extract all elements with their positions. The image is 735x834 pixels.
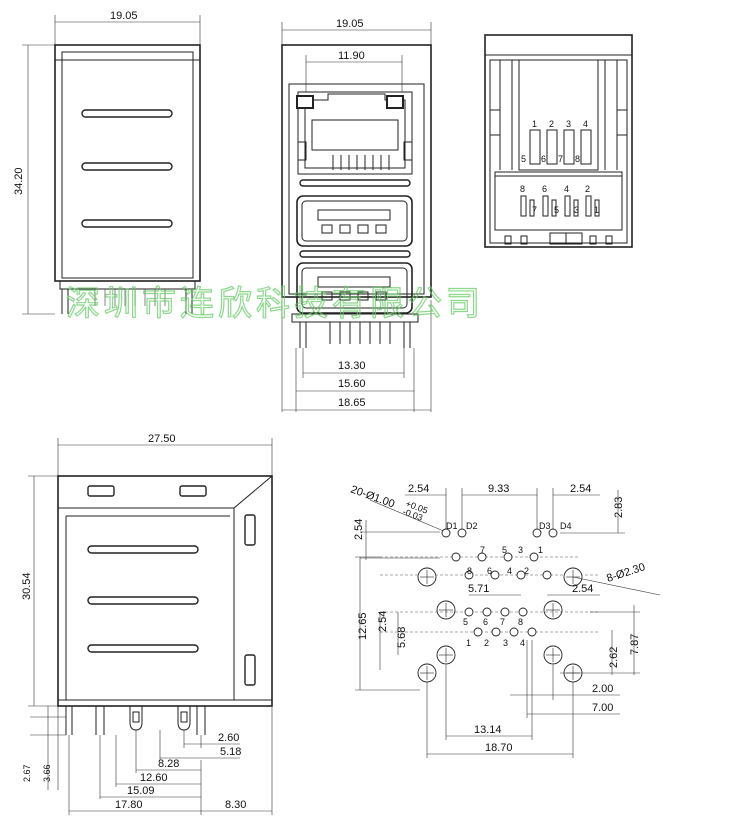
mount-callout: 8-Ø2.30 xyxy=(605,561,647,585)
rear-pin-3: 3 xyxy=(566,119,571,129)
fp-2-54-low: 2.54 xyxy=(377,611,389,632)
rear-pin-7: 7 xyxy=(558,154,563,164)
rear-low-1: 1 xyxy=(594,205,599,215)
fp-low-8: 8 xyxy=(518,617,523,627)
side-2-67-label: 2.67 xyxy=(22,764,32,782)
side-depth-label: 27.50 xyxy=(148,433,176,445)
led-d4: D4 xyxy=(560,521,572,531)
pin-span-label: 15.60 xyxy=(338,378,366,390)
usb-width-label: 13.30 xyxy=(338,360,366,372)
connector-view: 19.05 11.90 xyxy=(281,18,432,412)
fp-7-87: 7.87 xyxy=(629,634,641,655)
rj45-width-label: 11.90 xyxy=(338,50,365,62)
rear-low-4: 4 xyxy=(564,184,569,194)
fp-low-4: 4 xyxy=(520,638,525,648)
rear-low-6: 6 xyxy=(542,184,547,194)
rear-pin-4: 4 xyxy=(583,119,588,129)
fp-12-65: 12.65 xyxy=(357,612,369,640)
fp-9-33: 9.33 xyxy=(488,483,509,495)
rear-view: 1 2 3 4 5 6 7 8 8 6 4 2 7 5 3 1 xyxy=(484,34,633,248)
side-view: 27.50 30.54 2.67 3.66 2.6 xyxy=(21,433,273,815)
fp-up-1: 1 xyxy=(538,545,543,555)
fp-2-62: 2.62 xyxy=(608,647,620,668)
fp-2-54-vert: 2.54 xyxy=(353,519,365,540)
led-d1: D1 xyxy=(446,521,458,531)
side-2-60-label: 2.60 xyxy=(218,732,239,744)
fp-up-3: 3 xyxy=(518,545,523,555)
rear-pin-8: 8 xyxy=(575,154,580,164)
side-height-label: 30.54 xyxy=(21,572,33,600)
rear-low-5: 5 xyxy=(554,205,559,215)
rear-low-2: 2 xyxy=(585,184,590,194)
fp-18-70: 18.70 xyxy=(485,742,513,754)
side-8-28-label: 8.28 xyxy=(158,758,179,770)
fp-2-00: 2.00 xyxy=(592,683,613,695)
fp-low-5: 5 xyxy=(463,617,468,627)
rear-low-3: 3 xyxy=(574,205,579,215)
fp-up-6: 6 xyxy=(487,566,492,576)
fp-up-5: 5 xyxy=(502,545,507,555)
overall-width-label: 18.65 xyxy=(338,397,366,409)
fp-up-4: 4 xyxy=(507,566,512,576)
side-17-80-label: 17.80 xyxy=(115,799,143,811)
fp-5-71: 5.71 xyxy=(468,583,489,595)
side-8-30-label: 8.30 xyxy=(225,799,246,811)
fp-5-68: 5.68 xyxy=(396,627,408,648)
fp-13-14: 13.14 xyxy=(474,724,502,736)
pcb-footprint: 20-Ø1.00 +0.05 -0.03 2.54 9.33 2.54 2.83… xyxy=(349,483,661,758)
fp-low-1: 1 xyxy=(466,638,471,648)
led-d3: D3 xyxy=(539,521,551,531)
watermark-text: 深圳市连欣科技有限公司 xyxy=(66,284,484,324)
rear-pin-6: 6 xyxy=(541,154,546,164)
fp-up-8: 8 xyxy=(467,566,472,576)
connector-width-label: 19.05 xyxy=(336,18,364,30)
side-12-60-label: 12.60 xyxy=(140,772,168,784)
fp-up-7: 7 xyxy=(480,545,485,555)
fp-7-00: 7.00 xyxy=(592,702,613,714)
side-3-66-label: 3.66 xyxy=(42,764,52,782)
fp-low-7: 7 xyxy=(500,617,505,627)
front-height-label: 34.20 xyxy=(13,167,25,195)
led-d2: D2 xyxy=(466,521,478,531)
rear-low-7: 7 xyxy=(532,205,537,215)
rear-pin-2: 2 xyxy=(549,119,554,129)
fp-2-54-mid: 2.54 xyxy=(572,583,593,595)
fp-low-3: 3 xyxy=(503,638,508,648)
side-15-09-label: 15.09 xyxy=(127,785,155,797)
fp-up-2: 2 xyxy=(524,566,529,576)
front-view: 19.05 34.20 xyxy=(13,10,201,315)
fp-low-2: 2 xyxy=(484,638,489,648)
fp-2-54-left: 2.54 xyxy=(408,483,429,495)
rear-pin-1: 1 xyxy=(532,119,537,129)
front-width-label: 19.05 xyxy=(110,10,138,22)
side-5-18-label: 5.18 xyxy=(220,746,241,758)
fp-2-54-right: 2.54 xyxy=(570,483,591,495)
fp-low-6: 6 xyxy=(483,617,488,627)
rear-pin-5: 5 xyxy=(521,154,526,164)
fp-2-83: 2.83 xyxy=(613,497,625,518)
hole-callout: 20-Ø1.00 xyxy=(349,484,396,511)
rear-low-8: 8 xyxy=(520,184,525,194)
